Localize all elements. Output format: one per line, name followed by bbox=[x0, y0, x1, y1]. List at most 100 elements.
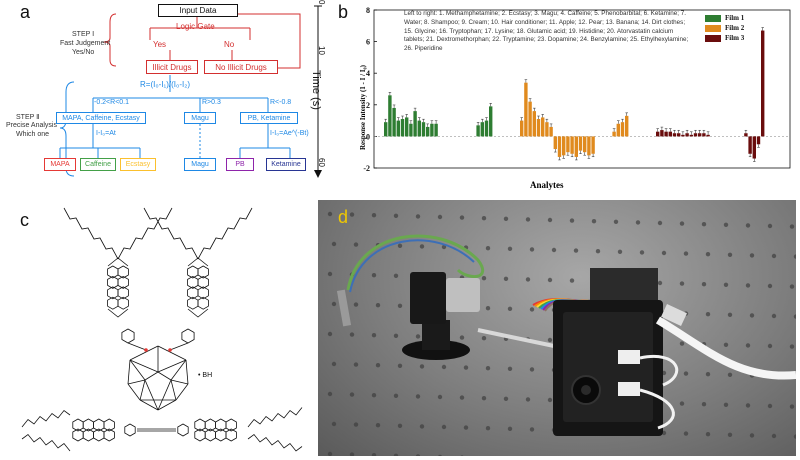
carborane-edge bbox=[185, 359, 189, 385]
chart-y-axis-label: Response Intensity (1 - I / I₀) bbox=[359, 65, 367, 150]
table-hole bbox=[727, 372, 733, 377]
pump-motor bbox=[446, 278, 480, 312]
chart-bar bbox=[524, 82, 528, 137]
table-hole bbox=[441, 364, 447, 370]
chart-bar bbox=[430, 123, 434, 137]
right-perylene-imide-bottom bbox=[187, 308, 209, 318]
chart-bar bbox=[612, 131, 616, 137]
carborane-edge bbox=[129, 345, 159, 361]
table-hole bbox=[460, 455, 464, 456]
left-phenyl-ring bbox=[121, 328, 135, 344]
table-hole bbox=[727, 432, 733, 437]
left-perylene-ring bbox=[117, 275, 129, 289]
table-hole bbox=[767, 223, 773, 229]
table-hole bbox=[349, 212, 355, 217]
table-hole bbox=[353, 242, 359, 247]
table-hole bbox=[349, 332, 355, 337]
table-hole bbox=[525, 217, 531, 222]
carborane-edge bbox=[129, 359, 146, 381]
chart-bar bbox=[392, 107, 396, 137]
right-perylene-ring bbox=[197, 296, 209, 310]
carborane-edge bbox=[157, 399, 177, 411]
table-hole bbox=[683, 371, 689, 376]
right-perylene-ring bbox=[197, 265, 209, 279]
legend-label: Film 3 bbox=[725, 34, 745, 42]
table-hole bbox=[727, 252, 733, 257]
table-hole bbox=[705, 372, 711, 377]
carborane-edge bbox=[139, 399, 159, 411]
table-hole bbox=[371, 213, 377, 218]
chart-bar bbox=[660, 130, 664, 137]
table-hole bbox=[723, 222, 729, 227]
table-hole bbox=[613, 219, 619, 224]
left-perylene-imide-bottom bbox=[107, 308, 129, 318]
table-hole bbox=[459, 335, 465, 340]
table-hole bbox=[415, 394, 421, 399]
right-alkyl-chain-b bbox=[197, 207, 253, 260]
carborane-edge bbox=[127, 359, 131, 385]
yes-label: Yes bbox=[153, 40, 167, 49]
legend-swatch bbox=[705, 14, 721, 22]
table-hole bbox=[393, 453, 399, 456]
table-hole bbox=[438, 454, 442, 456]
table-hole bbox=[723, 282, 729, 287]
carborane-edge bbox=[144, 379, 159, 411]
step1-subtitle: Fast Judgement bbox=[60, 40, 111, 47]
chart-bar bbox=[583, 136, 587, 153]
chart-bar bbox=[574, 136, 578, 157]
leaf-ecstasy: Ecstasy bbox=[120, 158, 156, 171]
table-hole bbox=[349, 452, 355, 456]
chart-annotation: Left to right: 1. Methamphetamine; 2. Ec… bbox=[404, 10, 689, 53]
range-label-3: R<-0.8 bbox=[270, 99, 292, 106]
range-label-1: -0.2<R<0.1 bbox=[94, 99, 130, 106]
table-hole bbox=[789, 284, 795, 289]
table-hole bbox=[485, 426, 491, 431]
camera-lens-center bbox=[581, 385, 591, 395]
chart-bar bbox=[656, 131, 660, 137]
chart-y-tick-label: 6 bbox=[366, 38, 370, 47]
step2-subtitle: Precise Analysis bbox=[6, 122, 57, 129]
carborane-edge bbox=[157, 359, 187, 373]
table-hole bbox=[459, 215, 465, 220]
table-hole bbox=[767, 343, 773, 349]
right-alkyl-chain-a bbox=[143, 207, 199, 260]
chart-bar bbox=[384, 122, 388, 137]
carborane-edge bbox=[129, 359, 159, 373]
table-hole bbox=[397, 363, 403, 368]
left-perylene-ring bbox=[117, 296, 129, 310]
table-hole bbox=[705, 312, 711, 317]
table-hole bbox=[353, 362, 359, 367]
table-hole bbox=[701, 222, 707, 227]
no-label: No bbox=[224, 40, 235, 49]
table-hole bbox=[701, 282, 707, 287]
chart-bar bbox=[409, 123, 413, 137]
table-hole bbox=[547, 337, 553, 343]
chart-bar bbox=[616, 123, 620, 137]
table-hole bbox=[481, 336, 487, 341]
carborane-edge bbox=[127, 379, 146, 385]
table-hole bbox=[569, 278, 575, 283]
ratio-formula: R=(I₀-I₁)/(I₀-I₂) bbox=[140, 80, 190, 89]
table-hole bbox=[683, 251, 689, 256]
chart-bar bbox=[476, 125, 480, 137]
usb-plug bbox=[661, 304, 687, 326]
carborane-edge bbox=[170, 379, 177, 401]
table-hole bbox=[723, 402, 729, 407]
chart-bar bbox=[549, 126, 553, 137]
panel-label-c: c bbox=[20, 210, 29, 230]
bottom-right-phenyl bbox=[177, 423, 189, 437]
green-cable bbox=[346, 234, 485, 291]
chart-bar bbox=[702, 133, 706, 137]
chart-y-tick-label: 2 bbox=[366, 101, 370, 110]
table-hole bbox=[419, 424, 425, 429]
table-hole bbox=[419, 364, 425, 369]
table-hole bbox=[705, 252, 711, 257]
table-hole bbox=[415, 454, 421, 456]
bh-label: • BH bbox=[198, 372, 213, 379]
group-box-1: MAPA, Caffeine, Ecstasy bbox=[56, 112, 146, 124]
carbon-atom-left bbox=[144, 348, 148, 352]
micro-pump-body bbox=[410, 272, 446, 324]
chart-bar bbox=[553, 136, 557, 150]
carborane-edge bbox=[170, 379, 189, 385]
